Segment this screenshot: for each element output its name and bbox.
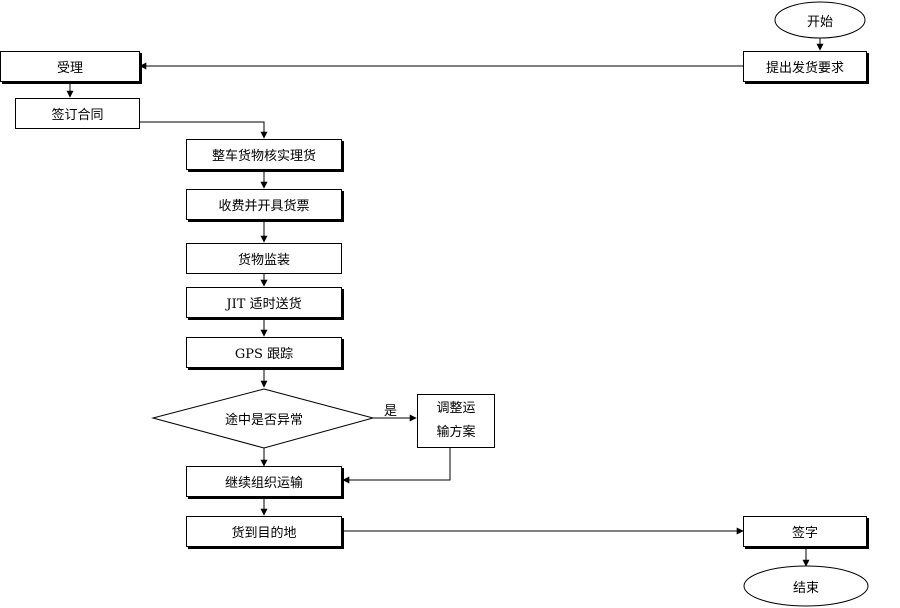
decision-diamond [151, 388, 375, 449]
charge-label: 收费并开具货票 [218, 199, 310, 214]
charge-node: 收费并开具货票 [186, 189, 342, 220]
start-label: 开始 [806, 14, 833, 30]
accept-node: 受理 [0, 51, 140, 82]
contract-label: 签订合同 [51, 108, 104, 123]
arrow-contract-to-verify [140, 121, 268, 139]
arrive-node: 货到目的地 [186, 516, 342, 547]
end-ellipse [743, 565, 869, 607]
gps-node: GPS 跟踪 [186, 337, 342, 368]
contract-node: 签订合同 [15, 98, 140, 129]
request-node: 提出发货要求 [743, 51, 867, 82]
decision-node: 途中是否异常 [200, 404, 328, 432]
adjust-label-line1: 调整运 [436, 401, 476, 416]
sign-node: 签字 [743, 516, 867, 547]
jit-node: JIT 适时送货 [186, 287, 342, 318]
accept-label: 受理 [56, 61, 83, 76]
verify-node: 整车货物核实理货 [186, 139, 342, 170]
supervise-label: 货物监装 [237, 253, 290, 268]
start-node: 开始 [775, 2, 865, 38]
supervise-node: 货物监装 [186, 243, 342, 274]
request-label: 提出发货要求 [765, 61, 844, 76]
arrow-adjust-to-continue [342, 448, 451, 484]
sign-label: 签字 [791, 526, 818, 541]
jit-label: JIT 适时送货 [226, 297, 302, 312]
end-label: 结束 [792, 580, 819, 596]
end-node: 结束 [746, 568, 866, 604]
gps-label: GPS 跟踪 [234, 347, 294, 362]
adjust-label-line2: 输方案 [436, 425, 476, 440]
verify-label: 整车货物核实理货 [211, 149, 316, 164]
edge-label-yes: 是 [384, 404, 398, 419]
decision-label: 途中是否异常 [224, 412, 303, 428]
continue-label: 继续组织运输 [224, 476, 303, 491]
start-ellipse [774, 1, 866, 39]
adjust-node: 调整运 输方案 [417, 394, 495, 448]
continue-node: 继续组织运输 [186, 466, 342, 497]
arrive-label: 货到目的地 [231, 526, 297, 541]
